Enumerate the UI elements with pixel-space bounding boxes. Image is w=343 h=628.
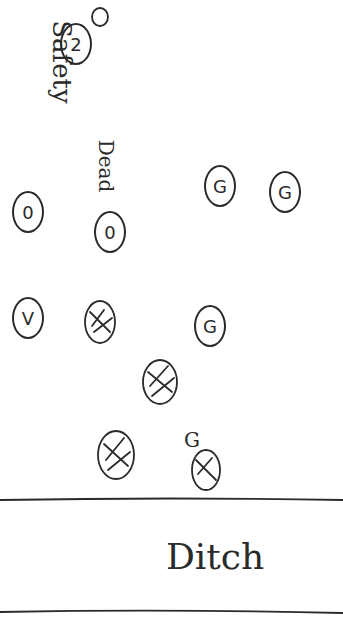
handwritten-label: G: [184, 428, 200, 452]
player-circle: G: [269, 171, 301, 213]
player-mark: V: [22, 308, 34, 329]
player-mark: 0: [104, 222, 115, 243]
player-circle: 0: [12, 191, 44, 233]
player-circle: V: [12, 297, 44, 339]
player-mark: G: [203, 316, 217, 337]
handwritten-label: Safety: [47, 20, 77, 103]
player-circle: G: [194, 305, 226, 347]
player-circle: 0: [94, 211, 126, 253]
player-mark: G: [278, 182, 292, 203]
handwritten-label: Ditch: [166, 536, 264, 577]
player-mark: G: [213, 176, 227, 197]
handwritten-label: Dead: [94, 140, 118, 193]
player-mark: 0: [22, 202, 33, 223]
player-circle: G: [204, 165, 236, 207]
